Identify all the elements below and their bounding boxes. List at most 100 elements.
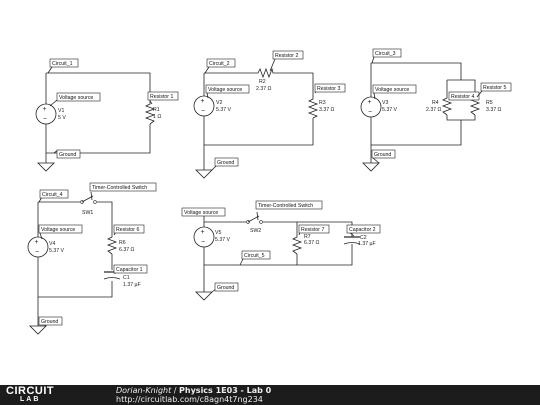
tag-resistor-3-label: Resistor 3	[317, 86, 340, 92]
v1-value: 5 V	[58, 115, 66, 121]
svg-text:+: +	[43, 106, 47, 113]
r3-value: 3.37 Ω	[319, 107, 335, 113]
voltage-source-v2[interactable]: + −	[193, 95, 215, 117]
circuit-1: + − Circuit_1 Voltage source V1 5 V Resi…	[35, 58, 179, 172]
resistor-r6[interactable]	[106, 234, 118, 255]
circuit-url[interactable]: http://circuitlab.com/c8agn4t7ng234	[116, 395, 263, 404]
r5-value: 3.37 Ω	[486, 107, 502, 113]
tag-ground-4-label: Ground	[41, 319, 58, 325]
tag-voltage-source-4-label: Voltage source	[41, 227, 75, 233]
capacitor-c2[interactable]	[343, 236, 361, 245]
v1-name: V1	[58, 108, 64, 114]
tag-resistor-2[interactable]: Resistor 2	[269, 50, 304, 72]
tag-resistor-4-label: Resistor 4	[451, 94, 474, 100]
tag-timer-switch-2-label: Timer-Controlled Switch	[258, 203, 313, 209]
v4-value: 5.37 V	[49, 248, 65, 254]
tag-ground-1-label: Ground	[59, 152, 76, 158]
net-tag-circuit-1[interactable]: Circuit_1	[47, 58, 79, 74]
tag-resistor-7[interactable]: Resistor 7	[298, 224, 330, 236]
sw1-name: SW1	[82, 210, 93, 216]
svg-text:−: −	[43, 116, 47, 123]
voltage-source-v4[interactable]: + −	[27, 236, 49, 258]
resistor-r7[interactable]	[291, 234, 303, 255]
tag-ground-5[interactable]: Ground	[211, 282, 239, 293]
v2-name: V2	[216, 100, 222, 106]
credit-separator: /	[171, 386, 180, 395]
tag-capacitor-2[interactable]: Capacitor 2	[346, 224, 381, 237]
circuit-title: Physics 1E03 - Lab 0	[179, 386, 272, 395]
tag-timer-switch-1-label: Timer-Controlled Switch	[92, 185, 147, 191]
svg-text:−: −	[368, 109, 372, 116]
tag-voltage-source-5[interactable]: Voltage source	[181, 207, 226, 217]
ground-symbol-4	[29, 325, 47, 335]
switch-sw2[interactable]	[246, 215, 263, 224]
circuitlab-logo[interactable]: CIRCUIT LAB	[6, 386, 66, 404]
tag-resistor-4[interactable]: Resistor 4	[448, 91, 480, 101]
net-tag-circuit-2[interactable]: Circuit_2	[204, 58, 236, 74]
tag-timer-switch-1[interactable]: Timer-Controlled Switch	[89, 182, 157, 201]
svg-text:−: −	[201, 108, 205, 115]
svg-text:+: +	[368, 99, 372, 106]
tag-timer-switch-2[interactable]: Timer-Controlled Switch	[255, 200, 323, 221]
v3-value: 5.37 V	[382, 107, 398, 113]
voltage-source-v3[interactable]: + −	[360, 96, 382, 118]
r2-value: 2.37 Ω	[256, 86, 272, 92]
resistor-r1[interactable]	[144, 100, 156, 125]
circuit-4: + − Circuit_4 Timer-Controlled Switch SW…	[27, 182, 157, 335]
circuit-3: + − Circuit_3 Voltage source V3 5.37 V R…	[360, 48, 512, 172]
net-tag-circuit-5-label: Circuit_5	[244, 253, 265, 259]
r7-name: R7	[304, 234, 311, 240]
voltage-source-v1[interactable]: + −	[35, 103, 57, 125]
ground-symbol-2	[195, 169, 213, 179]
r1-value: 1 Ω	[153, 114, 161, 120]
svg-text:+: +	[201, 229, 205, 236]
tag-voltage-source-4[interactable]: Voltage source	[38, 224, 83, 240]
tag-resistor-2-label: Resistor 2	[275, 53, 298, 59]
resistor-r4[interactable]	[441, 95, 453, 116]
tag-resistor-6[interactable]: Resistor 6	[113, 224, 145, 236]
net-tag-circuit-3-label: Circuit_3	[375, 51, 396, 57]
tag-voltage-source-2[interactable]: Voltage source	[205, 84, 250, 99]
tag-resistor-5-label: Resistor 5	[483, 85, 506, 91]
net-tag-circuit-4[interactable]: Circuit_4	[38, 189, 69, 203]
r2-name: R2	[259, 79, 266, 85]
v2-value: 5.37 V	[216, 107, 232, 113]
ground-symbol-1	[37, 162, 55, 172]
tag-ground-3-label: Ground	[374, 152, 391, 158]
svg-text:+: +	[35, 239, 39, 246]
net-tag-circuit-4-label: Circuit_4	[42, 192, 63, 198]
logo-bottom-text: LAB	[20, 396, 41, 403]
ground-symbol-5	[195, 291, 213, 301]
tag-capacitor-2-label: Capacitor 2	[349, 227, 376, 233]
tag-ground-3[interactable]: Ground	[371, 149, 396, 164]
tag-resistor-5[interactable]: Resistor 5	[476, 82, 512, 98]
tag-ground-1[interactable]: Ground	[53, 149, 81, 159]
tag-resistor-1[interactable]: Resistor 1	[147, 91, 179, 105]
tag-capacitor-1-label: Capacitor 1	[116, 267, 143, 273]
tag-ground-5-label: Ground	[217, 285, 234, 291]
net-tag-circuit-3[interactable]: Circuit_3	[371, 48, 402, 64]
resistor-r3[interactable]	[307, 96, 319, 119]
tag-voltage-source-3[interactable]: Voltage source	[372, 84, 417, 100]
tag-resistor-3[interactable]: Resistor 3	[314, 83, 346, 94]
author-link[interactable]: Dorian-Knight	[116, 386, 172, 395]
net-tag-circuit-5[interactable]: Circuit_5	[239, 250, 271, 266]
logo-top-text: CIRCUIT	[6, 385, 55, 397]
resistor-r2[interactable]	[255, 67, 275, 79]
tag-capacitor-1[interactable]: Capacitor 1	[113, 264, 148, 275]
c1-name: C1	[123, 275, 130, 281]
tag-voltage-source-1-label: Voltage source	[59, 95, 93, 101]
ground-symbol-3	[362, 162, 380, 172]
c1-value: 1.37 µF	[123, 282, 141, 288]
tag-ground-2[interactable]: Ground	[211, 157, 239, 171]
voltage-source-v5[interactable]: + −	[193, 226, 215, 248]
switch-sw1[interactable]	[80, 195, 97, 204]
tag-ground-4[interactable]: Ground	[38, 316, 63, 327]
r3-name: R3	[319, 100, 326, 106]
v5-value: 5.37 V	[215, 237, 231, 243]
net-tag-circuit-1-label: Circuit_1	[52, 61, 73, 67]
circuit-5: + − Voltage source V5 5.37 V Timer-Contr…	[181, 200, 381, 301]
r5-name: R5	[486, 100, 493, 106]
tag-voltage-source-3-label: Voltage source	[375, 87, 409, 93]
tag-voltage-source-1[interactable]: Voltage source	[49, 92, 101, 107]
